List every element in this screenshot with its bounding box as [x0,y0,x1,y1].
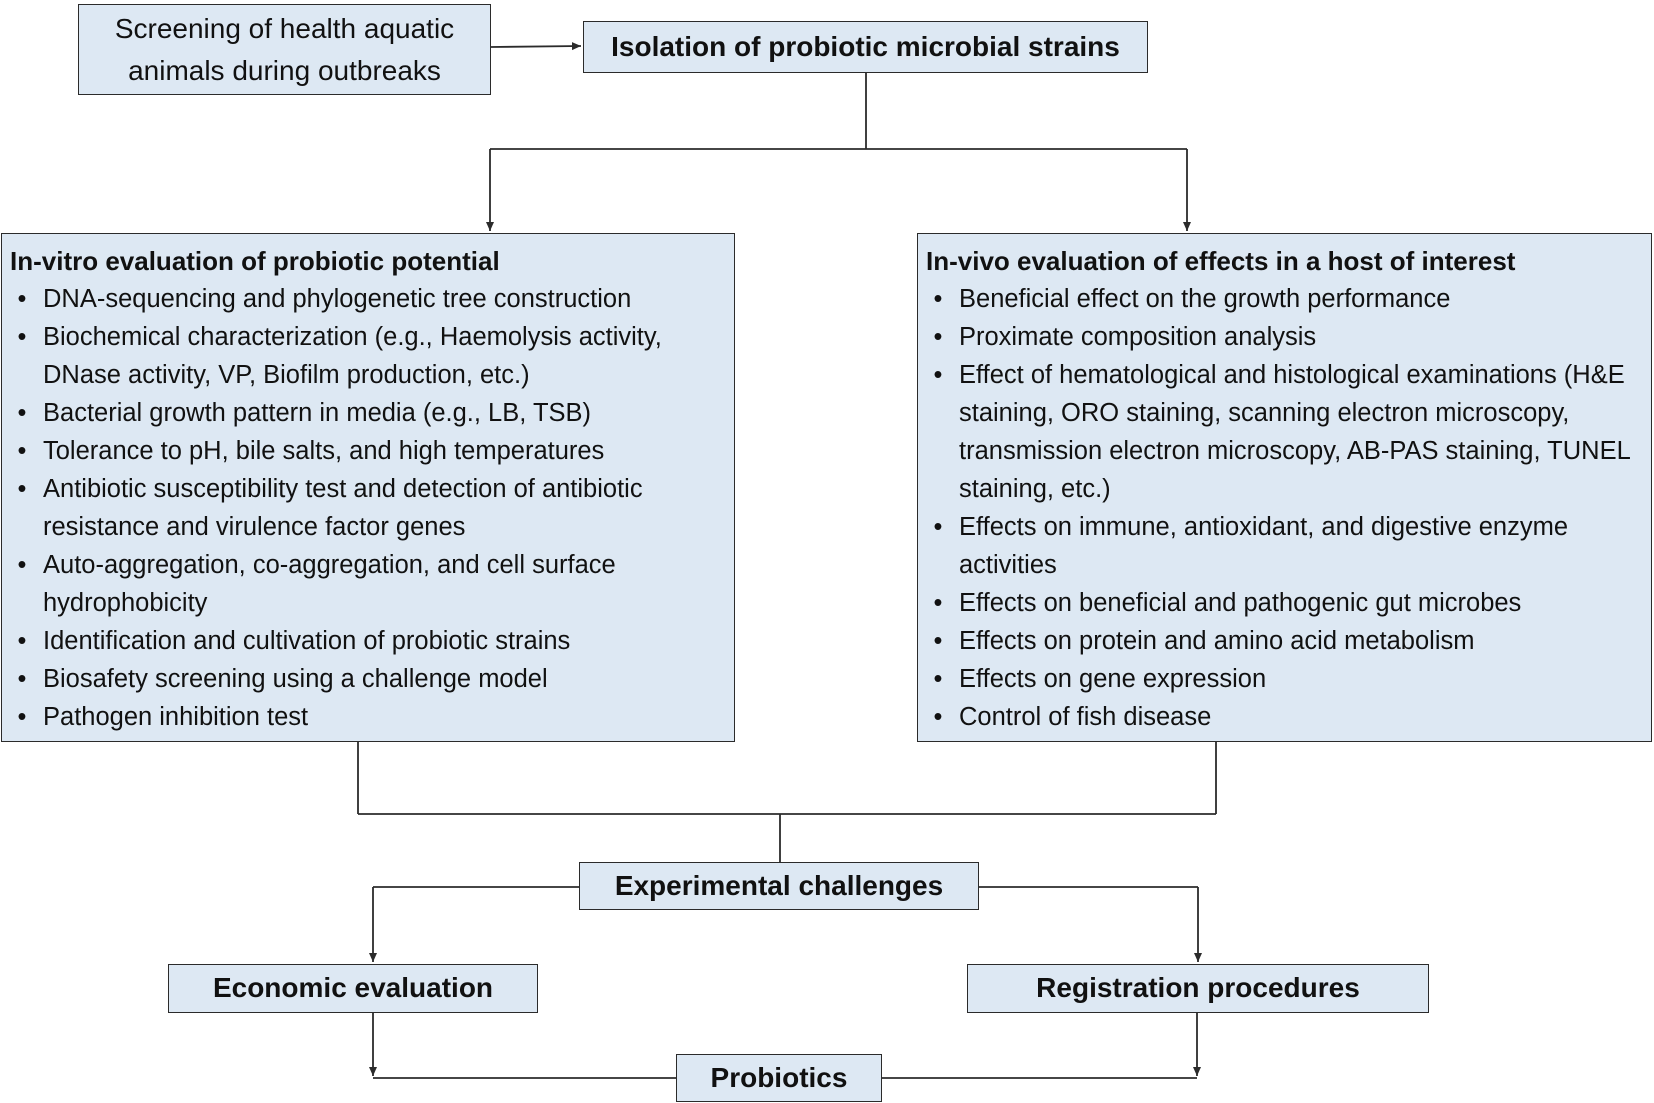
list-item: • Beneficial effect on the growth perform… [926,280,1645,318]
list-item-text: Biochemical characterization (e.g., Haem… [43,323,662,389]
list-item: • Effects on beneficial and pathogenic gu… [926,584,1645,622]
list-item: • Control of fish disease [926,698,1645,736]
list-item: • Auto-aggregation, co-aggregation, and c… [10,546,728,622]
invitro-list: • DNA-sequencing and phylogenetic tree co… [10,280,728,736]
list-item: • DNA-sequencing and phylogenetic tree co… [10,280,728,318]
bullet-icon: • [17,437,27,465]
list-item: • Biochemical characterization (e.g., Hae… [10,318,728,394]
list-item-text: Beneficial effect on the growth performa… [959,285,1451,313]
list-item: • Bacterial growth pattern in media (e.g.… [10,394,728,432]
list-item-text: Identification and cultivation of probio… [43,627,571,655]
bullet-icon: • [933,513,943,541]
list-item-text: Tolerance to pH, bile salts, and high te… [43,437,605,465]
bullet-icon: • [17,627,27,655]
list-item-text: Control of fish disease [959,703,1212,731]
list-item: • Effect of hematological and histologica… [926,356,1645,508]
list-item-text: Effect of hematological and histological… [959,361,1630,503]
economic-evaluation-label: Economic evaluation [212,972,494,1004]
invivo-title: In-vivo evaluation of effects in a host … [926,246,1516,276]
isolation-label: Isolation of probiotic microbial strains [611,30,1120,62]
list-item: • Identification and cultivation of probi… [10,622,728,660]
list-item-text: Effects on protein and amino acid metabo… [959,627,1475,655]
bullet-icon: • [933,703,943,731]
list-item-text: Antibiotic susceptibility test and detec… [43,475,643,541]
list-item-text: Effects on gene expression [959,665,1267,693]
list-item: • Pathogen inhibition test [10,698,728,736]
invivo-list: • Beneficial effect on the growth perform… [926,280,1645,736]
list-item: • Tolerance to pH, bile salts, and high t… [10,432,728,470]
list-item: • Antibiotic susceptibility test and dete… [10,470,728,546]
bullet-icon: • [17,703,27,731]
list-item: • Biosafety screening using a challenge m… [10,660,728,698]
bullet-icon: • [933,285,943,313]
screening-label: Screening of health aquatic animals duri… [114,12,455,86]
invitro-panel: In-vitro evaluation of probiotic potenti… [1,233,735,742]
bullet-icon: • [17,323,27,351]
list-item-text: Biosafety screening using a challenge mo… [43,665,548,693]
isolation-box: Isolation of probiotic microbial strains [583,21,1148,73]
bullet-icon: • [933,361,943,389]
bullet-icon: • [933,323,943,351]
probiotics-label: Probiotics [710,1061,848,1093]
list-item-text: Proximate composition analysis [959,323,1317,351]
bullet-icon: • [17,285,27,313]
list-item-text: DNA-sequencing and phylogenetic tree con… [43,285,632,313]
bullet-icon: • [933,665,943,693]
probiotics-box: Probiotics [676,1054,882,1102]
screening-box: Screening of health aquatic animals duri… [78,4,491,95]
list-item-text: Auto-aggregation, co-aggregation, and ce… [43,551,616,617]
list-item-text: Pathogen inhibition test [43,703,309,731]
list-item-text: Bacterial growth pattern in media (e.g.,… [43,399,592,427]
list-item: • Proximate composition analysis [926,318,1645,356]
experimental-challenges-box: Experimental challenges [579,862,979,910]
arrow-screening-to-isolation [490,42,582,51]
invitro-title: In-vitro evaluation of probiotic potenti… [10,246,500,276]
bullet-icon: • [17,551,27,579]
registration-procedures-box: Registration procedures [967,964,1429,1013]
bullet-icon: • [17,475,27,503]
list-item: • Effects on protein and amino acid metab… [926,622,1645,660]
bullet-icon: • [933,589,943,617]
list-item: • Effects on immune, antioxidant, and dig… [926,508,1645,584]
bullet-icon: • [17,399,27,427]
list-item: • Effects on gene expression [926,660,1645,698]
registration-procedures-label: Registration procedures [1036,972,1360,1004]
experimental-challenges-label: Experimental challenges [614,869,944,901]
invivo-panel: In-vivo evaluation of effects in a host … [917,233,1652,742]
list-item-text: Effects on immune, antioxidant, and dige… [959,513,1569,579]
bullet-icon: • [933,627,943,655]
bullet-icon: • [17,665,27,693]
economic-evaluation-box: Economic evaluation [168,964,538,1013]
list-item-text: Effects on beneficial and pathogenic gut… [959,589,1522,617]
